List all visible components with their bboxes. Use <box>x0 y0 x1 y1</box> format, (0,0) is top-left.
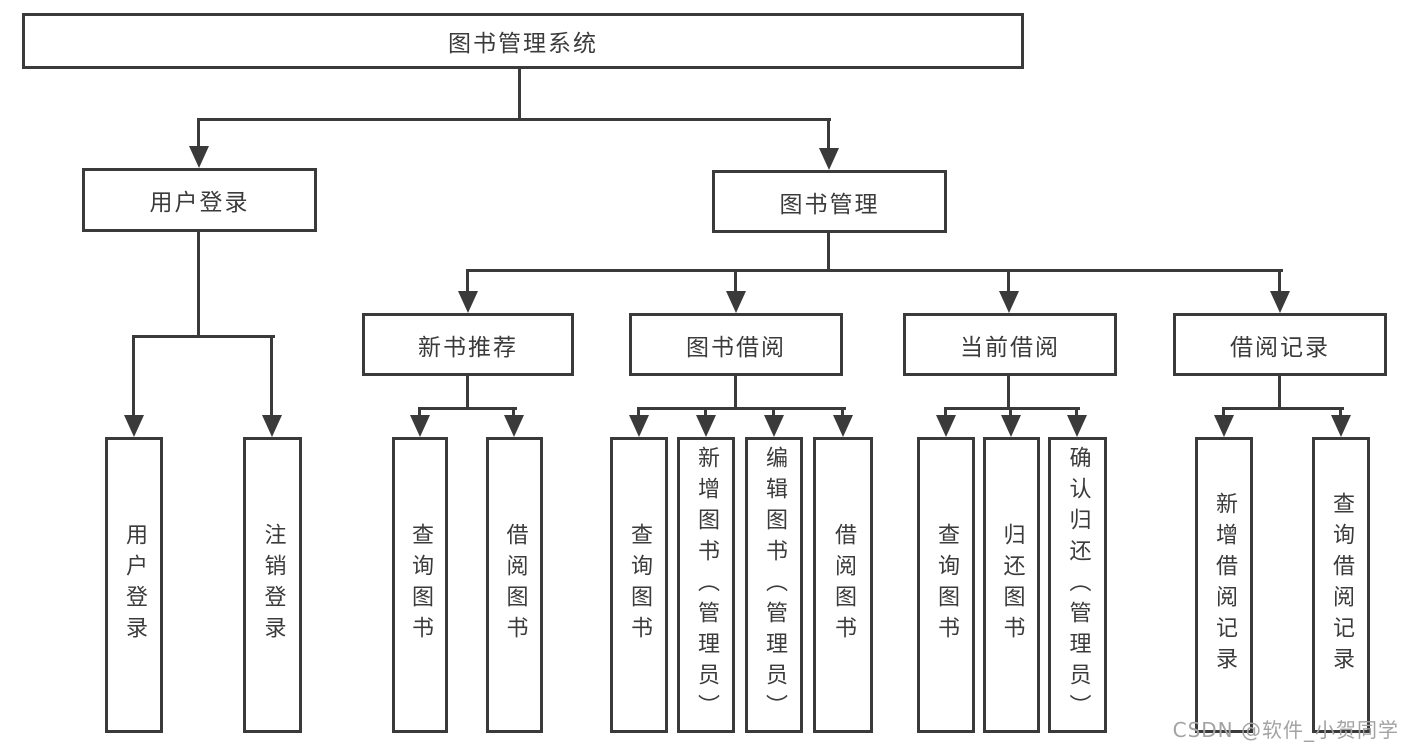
leaf-records-add: 新增借阅记录 <box>1195 437 1253 733</box>
connector-line <box>704 407 707 419</box>
connector-line <box>197 118 200 150</box>
arrow-head <box>629 415 649 437</box>
node-current-borrow-label: 当前借阅 <box>960 334 1060 361</box>
leaf-borrow-edit-admin-label: 编辑图书（管理员） <box>762 445 787 725</box>
connector-line <box>466 269 469 294</box>
arrow-head <box>764 415 784 437</box>
connector-line <box>827 231 830 272</box>
connector-line <box>466 374 469 410</box>
connector-line <box>418 407 517 410</box>
node-root-label: 图书管理系统 <box>448 31 598 57</box>
leaf-logout: 注销登录 <box>243 437 302 733</box>
connector-line <box>1278 374 1281 410</box>
leaf-newbooks-borrow-label: 借阅图书 <box>502 523 528 647</box>
arrow-head <box>696 415 716 437</box>
connector-line <box>1278 269 1281 294</box>
connector-line <box>772 407 775 419</box>
leaf-borrow-borrow: 借阅图书 <box>813 437 873 733</box>
arrow-head <box>1067 415 1087 437</box>
arrow-head <box>1270 291 1290 313</box>
connector-line <box>1222 407 1225 419</box>
leaf-current-query: 查询图书 <box>917 437 975 733</box>
leaf-user-login-label: 用户登录 <box>122 523 147 647</box>
connector-line <box>734 374 737 410</box>
leaf-borrow-add-admin-label: 新增图书（管理员） <box>694 445 719 725</box>
connector-line <box>197 118 831 121</box>
arrow-head <box>189 146 209 168</box>
leaf-logout-label: 注销登录 <box>260 523 286 647</box>
connector-line <box>418 407 421 419</box>
leaf-current-return: 归还图书 <box>983 437 1040 733</box>
connector-line <box>944 407 947 419</box>
connector-line <box>197 230 200 338</box>
leaf-current-return-label: 归还图书 <box>999 523 1025 647</box>
arrow-head <box>458 291 478 313</box>
connector-line <box>944 407 1080 410</box>
node-new-books-label: 新书推荐 <box>418 334 518 361</box>
watermark-text: CSDN @软件_小贺同学 <box>1172 718 1399 742</box>
connector-line <box>270 335 273 418</box>
node-current-borrow: 当前借阅 <box>903 313 1117 376</box>
leaf-newbooks-borrow: 借阅图书 <box>486 437 543 733</box>
leaf-borrow-add-admin: 新增图书（管理员） <box>677 437 735 733</box>
leaf-current-confirm-admin: 确认归还（管理员） <box>1048 437 1107 733</box>
connector-line <box>132 335 275 338</box>
leaf-newbooks-query-label: 查询图书 <box>408 523 433 647</box>
connector-line <box>1222 407 1344 410</box>
arrow-head <box>819 148 839 170</box>
connector-line <box>512 407 515 419</box>
connector-line <box>637 407 640 419</box>
leaf-records-query: 查询借阅记录 <box>1312 437 1370 733</box>
arrow-head <box>1331 415 1351 437</box>
arrow-head <box>1214 415 1234 437</box>
connector-line <box>734 269 737 294</box>
leaf-borrow-query-label: 查询图书 <box>627 523 652 647</box>
connector-line <box>1007 269 1010 294</box>
arrow-head <box>999 291 1019 313</box>
node-user-login-label: 用户登录 <box>149 190 250 216</box>
connector-line <box>841 407 844 419</box>
arrow-head <box>833 415 853 437</box>
node-new-books: 新书推荐 <box>362 313 574 376</box>
connector-line <box>518 67 521 121</box>
connector-line <box>1075 407 1078 419</box>
arrow-head <box>936 415 956 437</box>
leaf-borrow-edit-admin: 编辑图书（管理员） <box>745 437 803 733</box>
leaf-newbooks-query: 查询图书 <box>392 437 448 733</box>
arrow-head <box>726 291 746 313</box>
node-book-borrow: 图书借阅 <box>629 313 843 376</box>
node-book-borrow-label: 图书借阅 <box>686 334 786 361</box>
arrow-head <box>504 415 524 437</box>
leaf-records-query-label: 查询借阅记录 <box>1329 492 1354 678</box>
node-borrow-records: 借阅记录 <box>1173 313 1387 376</box>
node-book-mgmt-label: 图书管理 <box>779 191 880 218</box>
leaf-current-confirm-admin-label: 确认归还（管理员） <box>1065 445 1091 725</box>
node-book-mgmt: 图书管理 <box>712 170 947 233</box>
arrow-head <box>1001 415 1021 437</box>
arrow-head <box>410 415 430 437</box>
connector-line <box>1007 374 1010 410</box>
leaf-borrow-borrow-label: 借阅图书 <box>831 523 856 647</box>
node-root: 图书管理系统 <box>22 13 1024 69</box>
leaf-user-login: 用户登录 <box>105 437 163 733</box>
node-user-login: 用户登录 <box>82 168 317 232</box>
connector-line <box>132 335 135 418</box>
arrow-head <box>124 415 144 437</box>
connector-line <box>637 407 846 410</box>
leaf-current-query-label: 查询图书 <box>934 523 959 647</box>
node-borrow-records-label: 借阅记录 <box>1230 334 1330 361</box>
connector-line <box>827 118 830 152</box>
connector-line <box>466 269 1283 272</box>
leaf-records-add-label: 新增借阅记录 <box>1212 492 1237 678</box>
leaf-borrow-query: 查询图书 <box>610 437 668 733</box>
connector-line <box>1339 407 1342 419</box>
connector-line <box>1009 407 1012 419</box>
arrow-head <box>262 415 282 437</box>
